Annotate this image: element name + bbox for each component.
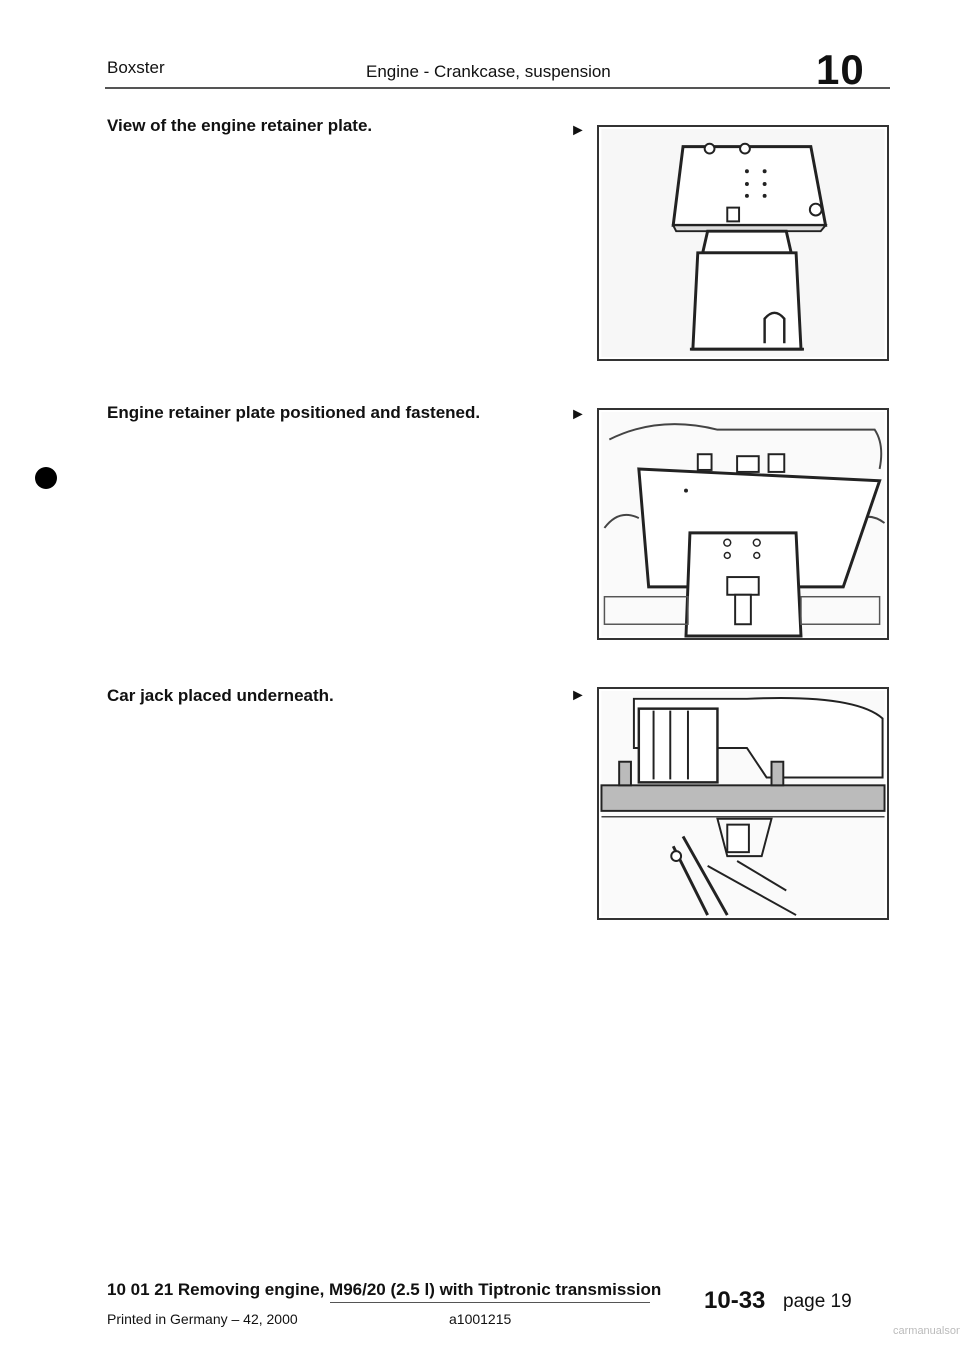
footer-printed-info: Printed in Germany – 42, 2000 (107, 1311, 298, 1327)
footer-document-code: a1001215 (449, 1311, 512, 1327)
figure-2-drawing (601, 411, 886, 638)
figure-1-drawing (601, 128, 885, 358)
retainer-plate-fastened-illustration (597, 408, 889, 640)
engine-retainer-plate-illustration (597, 125, 889, 361)
step-3-caption: Car jack placed underneath. (107, 686, 334, 705)
header-chapter-number: 10 (816, 46, 865, 93)
footer-divider (330, 1302, 650, 1303)
binder-hole-mark (35, 467, 57, 489)
step-2-caption: Engine retainer plate positioned and fas… (107, 403, 481, 422)
step-1-caption: View of the engine retainer plate. (107, 116, 373, 135)
footer-procedure-title: 10 01 21 Removing engine, M96/20 (2.5 l)… (107, 1280, 662, 1299)
footer-page-number: 10-33 (704, 1287, 766, 1314)
car-jack-underneath-illustration (597, 687, 889, 920)
figure-3-drawing (600, 690, 886, 917)
step-1-arrow-icon: ► (570, 122, 586, 139)
step-3-arrow-icon: ► (570, 687, 586, 704)
header-divider (105, 87, 890, 89)
header-brand: Boxster (107, 58, 165, 77)
footer-page-sub: page 19 (783, 1291, 852, 1312)
header-section-title: Engine - Crankcase, suspension (366, 62, 611, 81)
step-2-arrow-icon: ► (570, 406, 586, 423)
watermark-text: carmanualsonline.info (893, 1325, 960, 1337)
